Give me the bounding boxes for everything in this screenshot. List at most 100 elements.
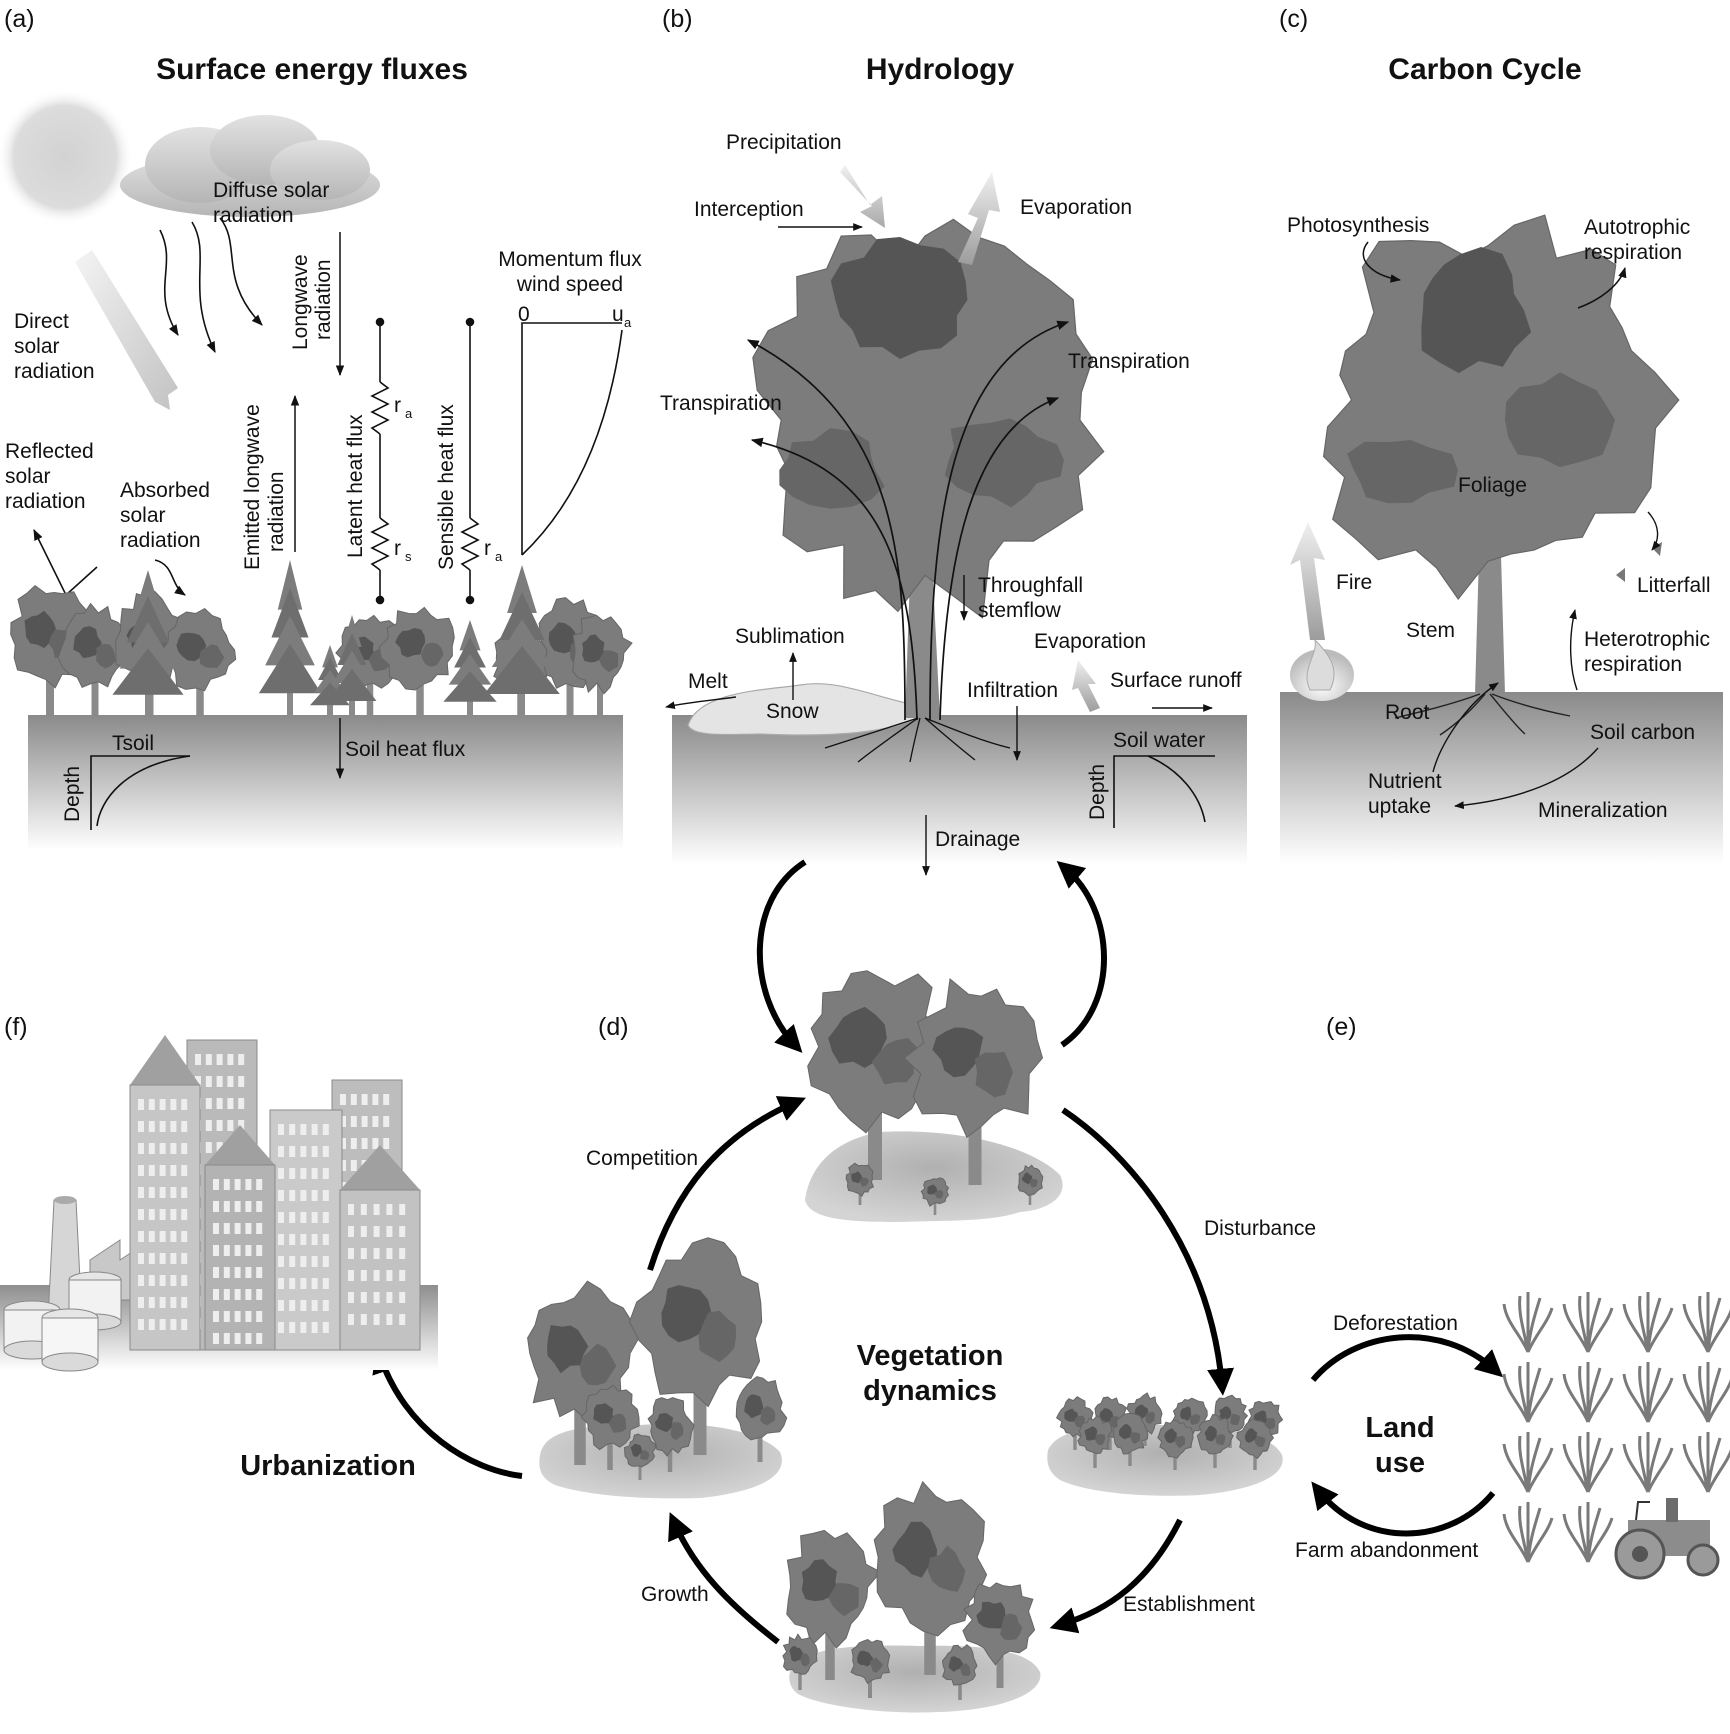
disturbance-arrow [1061,1107,1235,1396]
conifer-icon [327,615,377,715]
tree-c [1322,214,1680,694]
longwave-label-1: Longwave [289,254,312,350]
soil-carbon-label: Soil carbon [1590,721,1695,744]
dynamics-title-1: Vegetation [857,1340,1004,1372]
diffuse-label-2: radiation [213,204,294,227]
momentum-label-1: Momentum flux [498,248,642,271]
deforestation-label: Deforestation [1333,1312,1458,1335]
photosynthesis-arrow [1362,241,1402,283]
building-icon [204,1125,276,1351]
tree-icon [873,1480,988,1675]
tree-icon [580,1384,640,1470]
tree-icon [786,1529,882,1680]
absorbed-arrow [154,559,186,596]
tree-icon [57,602,132,715]
diffuse-ray-1 [159,229,179,336]
growth-arrow [668,1512,780,1645]
conifer-icon [443,620,497,715]
conifer-icon [484,565,560,715]
mineralization-label: Mineralization [1538,799,1668,822]
crop-icon [1502,1432,1554,1493]
longwave-label-2: radiation [312,259,335,340]
direct-label-3: radiation [14,360,95,383]
direct-beam-icon [75,250,178,410]
tsoil-label: Tsoil [112,732,154,755]
crop-icon [1562,1432,1614,1493]
tree-icon [628,1237,763,1455]
soil-band-b [672,715,1247,865]
panel-d: (d) Vegetation dynamics Competition Dist… [527,859,1316,1713]
crop-icon [1502,1292,1554,1353]
cloud-icon [120,115,380,217]
tsoil-depth-label: Depth [61,766,84,822]
melt-arrow [665,696,737,710]
root-label: Root [1385,701,1430,724]
interception-label: Interception [694,198,804,221]
tree-icon [161,607,237,715]
crop-icon [1562,1362,1614,1423]
crop-icon [1682,1292,1730,1353]
tree-icon [845,1162,875,1205]
abandonment-arrow [1311,1481,1496,1537]
tree-icon [782,1633,818,1690]
panel-e-letter: (e) [1326,1013,1357,1041]
crop-icon [1502,1362,1554,1423]
establishment-label: Establishment [1123,1593,1255,1616]
panel-b-title: Hydrology [866,53,1015,86]
tree-icon [1017,1164,1044,1205]
sensible-r-a: r [484,537,491,560]
tree-icon [941,1644,978,1700]
stand-growth [527,1237,788,1480]
panel-c-letter: (c) [1279,5,1308,33]
diffuse-ray-2 [191,221,216,354]
litterfall-label: Litterfall [1637,574,1711,597]
momentum-zero: 0 [518,303,530,326]
crop-icon [1682,1362,1730,1423]
mineralization-arrow [1454,747,1599,810]
soil-heat-label: Soil heat flux [345,738,466,761]
reflected-label-1: Reflected [5,440,94,463]
panel-b: (b) Hydrology Precipitation Interception… [660,5,1247,876]
sensible-r-a-sub: a [495,549,503,564]
abandonment-label: Farm abandonment [1295,1539,1478,1562]
evaporation-ground-arrow [1072,660,1100,712]
tree-icon [920,1177,950,1215]
latent-r-a-sub: a [405,406,413,421]
panel-a-letter: (a) [4,5,35,33]
landuse-title-1: Land [1365,1412,1434,1444]
crop-field [1502,1292,1730,1563]
crop-icon [1562,1502,1614,1563]
latent-resistor [370,317,390,605]
litterfall-arrow [1647,511,1661,551]
diffuse-ray-3 [219,217,263,326]
stand-disturbed [1055,1392,1284,1470]
absorbed-label-3: radiation [120,529,201,552]
stem-label: Stem [1406,619,1455,642]
crop-icon [1622,1432,1674,1493]
hydrology-out-arrow [1056,861,1107,1048]
momentum-u: u [612,303,624,326]
emitted-label-2: radiation [265,471,288,552]
transpiration-paths [746,320,1070,721]
building-icon [339,1145,421,1351]
panel-a: (a) Surface energy fluxes Diffuse solar … [0,5,642,850]
precipitation-arrow [840,165,885,228]
panel-a-title: Surface energy fluxes [156,53,468,86]
competition-arrow [647,1096,806,1271]
wind-profile [521,322,623,556]
crop-icon [1682,1432,1730,1493]
tree-icon [647,1397,695,1472]
surface-runoff-label: Surface runoff [1110,669,1242,692]
heterotrophic-label-2: respiration [1584,653,1682,676]
conifer-icon [112,570,184,715]
panel-e: (e) Land use Deforestation Farm abandonm… [1295,1013,1730,1580]
tree-icon [962,1582,1036,1688]
conifer-icon [258,560,322,715]
urbanization-arrow [372,1345,523,1479]
latent-r-a: r [394,394,401,417]
dynamics-title-2: dynamics [863,1375,997,1407]
tree-icon [903,977,1044,1185]
latent-r-s: r [394,537,401,560]
fire-smoke-arrow [1290,522,1325,640]
